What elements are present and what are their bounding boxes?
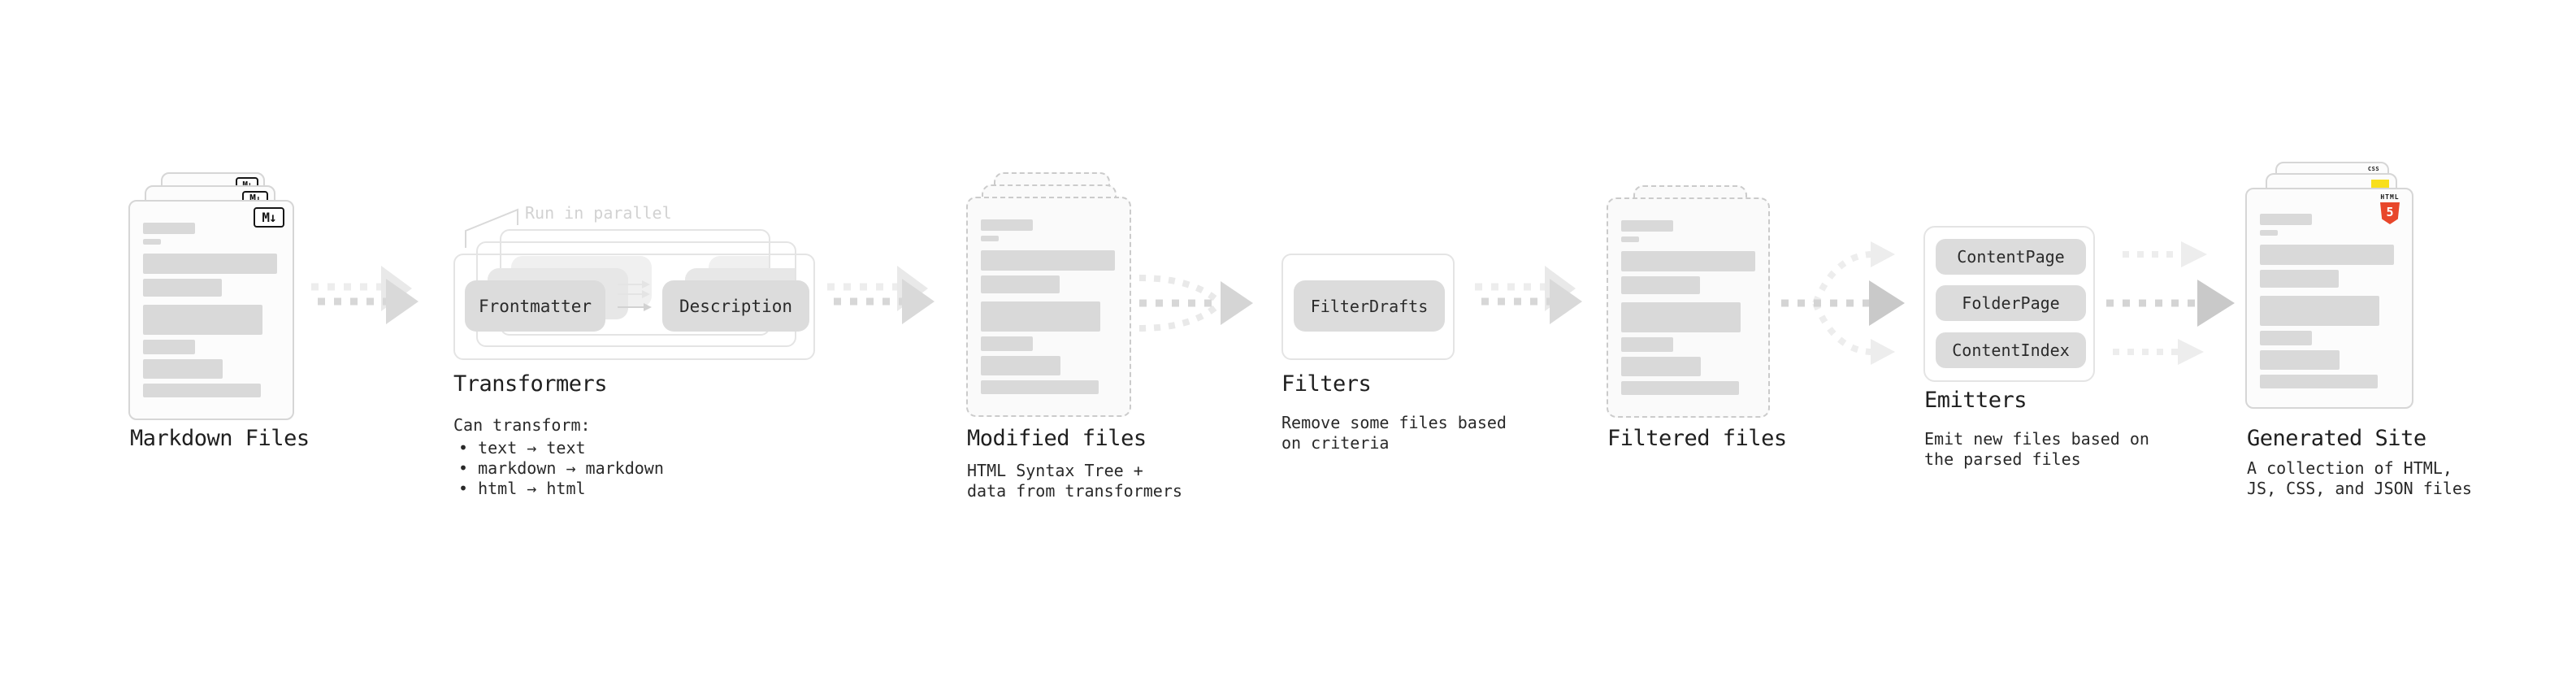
skeleton-bar <box>1621 357 1701 376</box>
skeleton-bar <box>2260 230 2278 236</box>
skeleton-bar <box>981 275 1060 293</box>
modified-desc-line: HTML Syntax Tree + <box>967 461 1143 480</box>
emitters-desc-line: the parsed files <box>1924 449 2081 469</box>
transformers-bullet: • markdown → markdown <box>458 458 664 478</box>
skeleton-bar <box>1621 251 1755 271</box>
skeleton-bar <box>2260 245 2394 265</box>
stage-label-generated-site: Generated Site <box>2247 426 2426 451</box>
skeleton-bar <box>1621 302 1741 332</box>
converge-arrow <box>1138 275 1253 332</box>
stage-label-markdown-files: Markdown Files <box>130 426 310 451</box>
skeleton-bar <box>1621 381 1739 395</box>
html5-icon-text: HTML <box>2380 193 2400 201</box>
stage-label-transformers: Transformers <box>453 371 608 397</box>
transformer-pill-description: Description <box>662 280 809 332</box>
flow-arrow <box>311 266 418 324</box>
parallel-run-arrows-icon <box>618 280 652 311</box>
filters-desc-line: Remove some files based <box>1281 413 1507 432</box>
filters-desc-line: on criteria <box>1281 433 1390 453</box>
modified-desc-line: data from transformers <box>967 481 1182 501</box>
document-skeleton <box>981 219 1117 394</box>
skeleton-bar <box>981 250 1115 271</box>
skeleton-bar <box>1621 236 1639 242</box>
markdown-icon: M↓ <box>254 207 284 228</box>
document-skeleton <box>143 223 280 397</box>
skeleton-bar <box>981 236 999 241</box>
document <box>966 197 1131 417</box>
site-desc-line: A collection of HTML, <box>2247 458 2452 478</box>
stage-label-filters: Filters <box>1281 371 1372 397</box>
document-skeleton <box>2260 214 2399 388</box>
emitters-box: ContentPage FolderPage ContentIndex <box>1923 226 2095 382</box>
transformer-pill-frontmatter: Frontmatter <box>465 280 605 332</box>
flow-arrow <box>827 266 935 324</box>
skeleton-bar <box>2260 350 2340 370</box>
emitters-desc-line: Emit new files based on <box>1924 429 2149 449</box>
skeleton-bar <box>981 356 1060 375</box>
skeleton-bar <box>143 279 222 297</box>
skeleton-bar <box>1621 337 1673 352</box>
parallel-arrows <box>2106 241 2235 365</box>
stage-label-filtered-files: Filtered files <box>1607 426 1787 451</box>
skeleton-bar <box>2260 296 2379 326</box>
skeleton-bar <box>2260 375 2378 388</box>
document: M↓ <box>128 200 294 420</box>
skeleton-bar <box>1621 220 1673 232</box>
transformer-layer-front: Frontmatter Description <box>453 254 815 360</box>
document: HTML 5 <box>2245 188 2413 409</box>
transformers-desc-title: Can transform: <box>453 415 591 435</box>
emitter-pill-folderpage: FolderPage <box>1936 285 2086 321</box>
transformers-bullet: • text → text <box>458 438 586 458</box>
skeleton-bar <box>981 301 1100 332</box>
skeleton-bar <box>143 239 161 245</box>
css-icon-text: CSS <box>2367 166 2380 172</box>
document-skeleton <box>1621 220 1755 395</box>
filter-pill-filterdrafts: FilterDrafts <box>1294 280 1445 332</box>
stage-label-emitters: Emitters <box>1924 388 2027 413</box>
skeleton-bar <box>143 254 277 274</box>
js-icon <box>2371 180 2389 189</box>
skeleton-bar <box>143 223 195 234</box>
skeleton-bar <box>143 384 261 397</box>
skeleton-bar <box>981 380 1099 394</box>
emitter-pill-contentindex: ContentIndex <box>1936 332 2086 368</box>
skeleton-bar <box>143 305 262 335</box>
skeleton-bar <box>2260 270 2339 288</box>
skeleton-bar <box>2260 214 2312 225</box>
note-run-in-parallel: Run in parallel <box>525 203 672 223</box>
flow-arrow <box>1475 266 1582 324</box>
site-desc-line: JS, CSS, and JSON files <box>2247 479 2472 498</box>
skeleton-bar <box>1621 276 1700 294</box>
html5-icon: HTML 5 <box>2377 193 2403 224</box>
stage-label-modified-files: Modified files <box>967 426 1147 451</box>
skeleton-bar <box>981 336 1033 351</box>
document <box>1607 197 1770 418</box>
skeleton-bar <box>2260 331 2312 345</box>
diverge-arrows <box>1781 241 1905 365</box>
emitter-pill-contentpage: ContentPage <box>1936 239 2086 275</box>
transformers-bullet: • html → html <box>458 479 586 498</box>
note-leader-line <box>465 208 518 248</box>
skeleton-bar <box>143 359 223 379</box>
html5-five: 5 <box>2386 205 2394 219</box>
filters-box: FilterDrafts <box>1281 254 1455 360</box>
skeleton-bar <box>981 219 1033 231</box>
skeleton-bar <box>143 340 195 354</box>
